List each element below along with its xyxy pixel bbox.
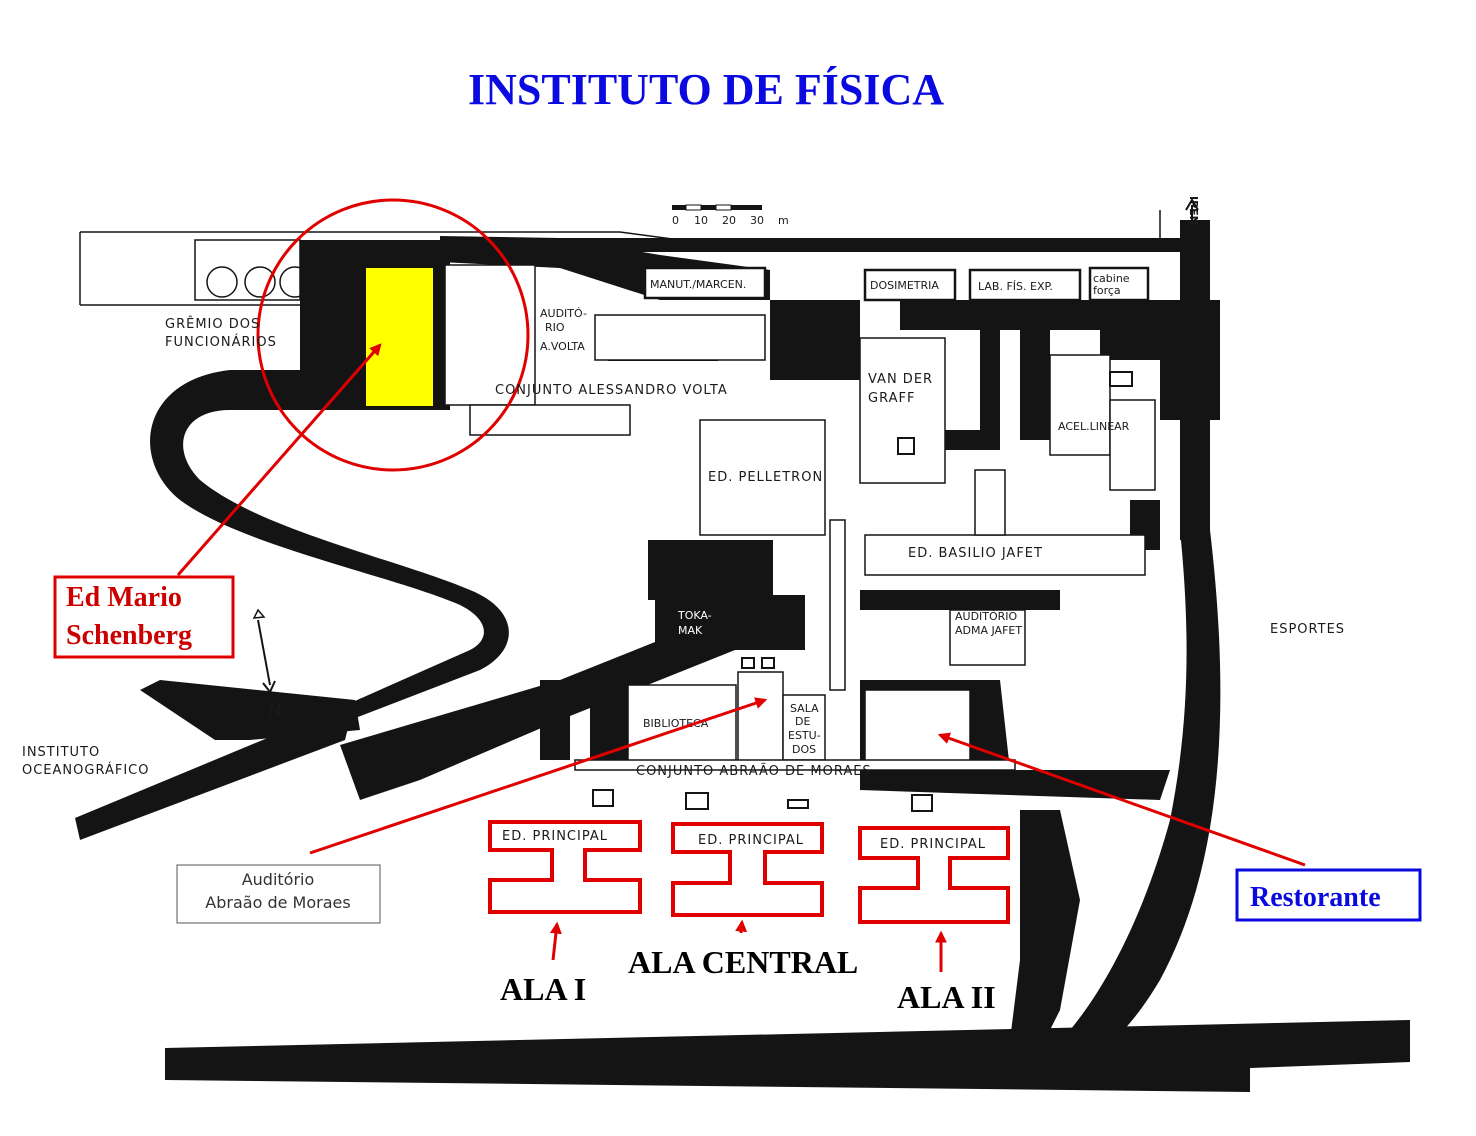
svg-text:ED. BASILIO JAFET: ED. BASILIO JAFET xyxy=(908,546,1043,561)
schenberg-callout: Ed Mario Schenberg xyxy=(53,575,235,659)
svg-text:20: 20 xyxy=(722,214,736,227)
svg-text:A.VOLTA: A.VOLTA xyxy=(540,340,585,353)
svg-text:ESTU-: ESTU- xyxy=(788,729,821,742)
svg-text:GRAFF: GRAFF xyxy=(868,391,915,406)
svg-text:Ed Mario: Ed Mario xyxy=(66,582,182,613)
svg-text:FUNCIONÁRIOS: FUNCIONÁRIOS xyxy=(165,334,277,350)
ed-principal-ala-1: ED. PRINCIPAL xyxy=(488,820,642,914)
svg-text:0: 0 xyxy=(672,214,679,227)
svg-text:Abraão de Moraes: Abraão de Moraes xyxy=(205,893,350,912)
ed-principal-ala-2: ED. PRINCIPAL xyxy=(858,826,1010,924)
svg-text:LAB. FÍS. EXP.: LAB. FÍS. EXP. xyxy=(978,280,1053,293)
schenberg-building xyxy=(366,268,433,406)
svg-text:ESPORTES: ESPORTES xyxy=(1270,622,1345,637)
svg-text:OCEANOGRÁFICO: OCEANOGRÁFICO xyxy=(22,762,149,778)
svg-text:ED. PRINCIPAL: ED. PRINCIPAL xyxy=(502,829,608,844)
svg-text:DOSIMETRIA: DOSIMETRIA xyxy=(870,279,939,292)
ala-2-label: ALA II xyxy=(897,979,996,1015)
ed-principal-ala-central: ED. PRINCIPAL xyxy=(671,822,824,917)
schenberg-highlight-circle xyxy=(256,198,530,472)
svg-text:AUDITÓ-: AUDITÓ- xyxy=(540,307,587,320)
svg-text:Restorante: Restorante xyxy=(1250,882,1381,913)
building-labels: GRÊMIO DOS FUNCIONÁRIOS AUDITÓ- RIO A.VO… xyxy=(22,272,1345,779)
ala-1-label: ALA I xyxy=(500,971,586,1007)
svg-text:força: força xyxy=(1093,284,1121,297)
svg-text:MAK: MAK xyxy=(678,624,703,637)
svg-text:TOKA-: TOKA- xyxy=(677,609,712,622)
svg-text:CONJUNTO ABRAÃO DE MORAES: CONJUNTO ABRAÃO DE MORAES xyxy=(636,763,872,779)
svg-text:10: 10 xyxy=(694,214,708,227)
svg-text:DE: DE xyxy=(795,715,810,728)
svg-text:CONJUNTO ALESSANDRO VOLTA: CONJUNTO ALESSANDRO VOLTA xyxy=(495,383,728,398)
svg-text:ED. PELLETRON: ED. PELLETRON xyxy=(708,470,823,485)
scale-bar: 0 10 20 30 m xyxy=(672,204,789,227)
north-arrow: N xyxy=(252,608,282,721)
svg-text:IPEN: IPEN xyxy=(1187,196,1200,225)
ipen-marker: IPEN xyxy=(1185,196,1200,225)
gremio-courts xyxy=(194,239,311,301)
svg-text:cabine: cabine xyxy=(1093,272,1130,285)
building-details xyxy=(592,371,1133,812)
map-title: INSTITUTO DE FÍSICA xyxy=(468,65,944,114)
svg-text:VAN DER: VAN DER xyxy=(868,372,933,387)
svg-text:RIO: RIO xyxy=(545,321,565,334)
svg-text:ED. PRINCIPAL: ED. PRINCIPAL xyxy=(698,833,804,848)
svg-text:AUDITÓRIO: AUDITÓRIO xyxy=(955,610,1018,623)
svg-text:Auditório: Auditório xyxy=(242,870,315,889)
svg-text:m: m xyxy=(778,214,789,227)
annotation-arrows xyxy=(176,343,1306,972)
svg-text:BIBLIOTECA: BIBLIOTECA xyxy=(643,717,709,730)
svg-text:30: 30 xyxy=(750,214,764,227)
auditorio-callout: Auditório Abraão de Moraes xyxy=(176,864,381,924)
svg-text:Schenberg: Schenberg xyxy=(66,620,192,651)
svg-text:ADMA JAFET: ADMA JAFET xyxy=(955,624,1022,637)
svg-text:DOS: DOS xyxy=(792,743,816,756)
svg-text:N: N xyxy=(268,700,282,721)
svg-text:ACEL.LINEAR: ACEL.LINEAR xyxy=(1058,420,1130,433)
svg-text:GRÊMIO DOS: GRÊMIO DOS xyxy=(165,316,260,332)
svg-text:INSTITUTO: INSTITUTO xyxy=(22,745,100,760)
north-buildings xyxy=(643,266,1150,302)
restaurante-callout: Restorante xyxy=(1235,868,1422,922)
svg-text:ED. PRINCIPAL: ED. PRINCIPAL xyxy=(880,837,986,852)
svg-text:MANUT./MARCEN.: MANUT./MARCEN. xyxy=(650,278,746,291)
svg-text:SALA: SALA xyxy=(790,702,819,715)
ala-central-label: ALA CENTRAL xyxy=(628,944,858,980)
